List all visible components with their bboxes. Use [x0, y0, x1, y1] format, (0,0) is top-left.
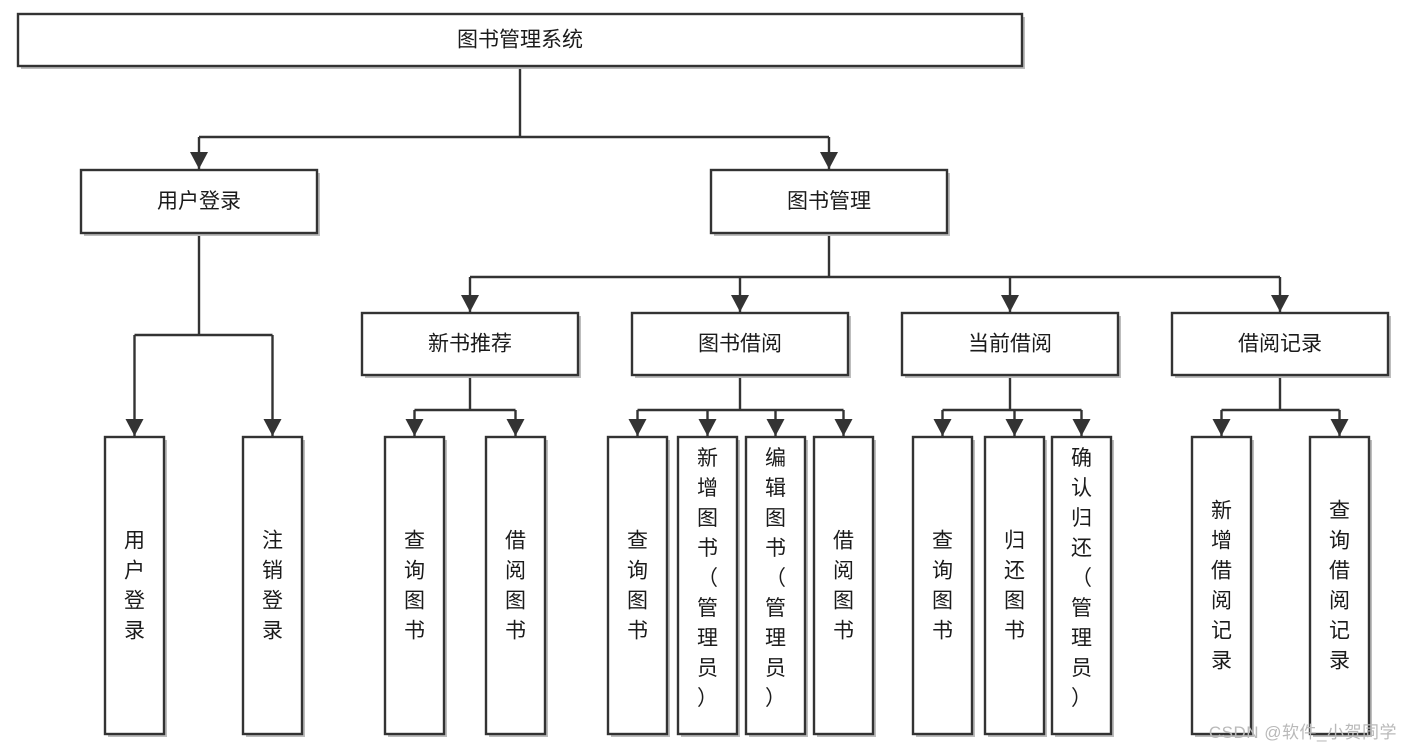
- node-box[interactable]: [1308, 435, 1371, 736]
- arrow-head-icon: [628, 419, 647, 436]
- node-label: 图书管理: [787, 190, 871, 213]
- node-box[interactable]: [709, 168, 949, 235]
- node-box[interactable]: [360, 311, 580, 377]
- node-label: 确认归还（管理员）: [1071, 447, 1092, 710]
- arrow-head-icon: [1072, 419, 1091, 436]
- node-label: 新增借阅记录: [1211, 500, 1232, 673]
- arrow-head-icon: [506, 419, 525, 436]
- node-label: 当前借阅: [968, 333, 1052, 356]
- node-label: 用户登录: [124, 530, 145, 643]
- node-leaf-add-book[interactable]: 新增图书（管理员）: [676, 435, 740, 737]
- node-label: 编辑图书（管理员）: [765, 447, 786, 710]
- arrow-head-icon: [405, 419, 424, 436]
- csdn-watermark: CSDN @软件_小贺同学: [1208, 723, 1397, 742]
- node-current-borrow[interactable]: 当前借阅: [900, 311, 1121, 378]
- node-leaf-query-book-current[interactable]: 查询图书: [911, 435, 975, 737]
- node-box[interactable]: [16, 12, 1024, 68]
- node-box[interactable]: [1190, 435, 1253, 736]
- node-box[interactable]: [241, 435, 304, 736]
- arrow-head-icon: [263, 419, 282, 436]
- node-book-borrow[interactable]: 图书借阅: [630, 311, 851, 378]
- node-new-book-recommend[interactable]: 新书推荐: [360, 311, 581, 378]
- node-box[interactable]: [630, 311, 850, 377]
- node-box[interactable]: [383, 435, 446, 736]
- node-leaf-query-book-borrow[interactable]: 查询图书: [606, 435, 670, 737]
- arrow-head-icon: [933, 419, 952, 436]
- node-label: 借阅图书: [505, 530, 526, 643]
- node-box[interactable]: [1170, 311, 1390, 377]
- arrow-head-icon: [1330, 419, 1349, 436]
- node-label: 图书借阅: [698, 333, 782, 356]
- arrow-head-icon: [125, 419, 144, 436]
- arrow-head-icon: [461, 295, 479, 312]
- node-borrow-records[interactable]: 借阅记录: [1170, 311, 1391, 378]
- node-label: 查询图书: [627, 530, 648, 643]
- node-label: 查询图书: [932, 530, 953, 643]
- node-label: 用户登录: [157, 190, 241, 213]
- arrow-head-icon: [766, 419, 785, 436]
- node-label: 归还图书: [1004, 530, 1025, 643]
- node-box[interactable]: [676, 435, 739, 736]
- node-leaf-logout[interactable]: 注销登录: [241, 435, 305, 737]
- node-layer: 图书管理系统用户登录图书管理新书推荐图书借阅当前借阅借阅记录用户登录注销登录查询…: [16, 12, 1391, 737]
- node-leaf-confirm-return[interactable]: 确认归还（管理员）: [1050, 435, 1114, 737]
- node-box[interactable]: [606, 435, 669, 736]
- node-label: 查询借阅记录: [1329, 500, 1350, 673]
- connector-layer: [125, 66, 1349, 436]
- node-root[interactable]: 图书管理系统: [16, 12, 1025, 69]
- node-leaf-add-borrow-record[interactable]: 新增借阅记录: [1190, 435, 1254, 737]
- arrow-head-icon: [820, 152, 838, 169]
- node-box[interactable]: [983, 435, 1046, 736]
- node-label: 新增图书（管理员）: [697, 447, 718, 710]
- node-box[interactable]: [911, 435, 974, 736]
- node-box[interactable]: [744, 435, 807, 736]
- arrow-head-icon: [731, 295, 749, 312]
- node-label: 新书推荐: [428, 333, 512, 356]
- arrow-head-icon: [1212, 419, 1231, 436]
- node-label: 注销登录: [262, 530, 283, 643]
- node-box[interactable]: [79, 168, 319, 235]
- node-book-management[interactable]: 图书管理: [709, 168, 950, 236]
- node-label: 借阅图书: [833, 530, 854, 643]
- node-user-login[interactable]: 用户登录: [79, 168, 320, 236]
- node-leaf-query-book-recommend[interactable]: 查询图书: [383, 435, 447, 737]
- node-box[interactable]: [484, 435, 547, 736]
- arrow-head-icon: [698, 419, 717, 436]
- node-box[interactable]: [812, 435, 875, 736]
- arrow-head-icon: [834, 419, 853, 436]
- node-leaf-borrow-book-recommend[interactable]: 借阅图书: [484, 435, 548, 737]
- node-box[interactable]: [900, 311, 1120, 377]
- node-leaf-edit-book[interactable]: 编辑图书（管理员）: [744, 435, 808, 737]
- node-box[interactable]: [103, 435, 166, 736]
- node-leaf-user-login[interactable]: 用户登录: [103, 435, 167, 737]
- arrow-head-icon: [190, 152, 208, 169]
- node-leaf-return-book[interactable]: 归还图书: [983, 435, 1047, 737]
- arrow-head-icon: [1271, 295, 1289, 312]
- node-leaf-query-borrow-record[interactable]: 查询借阅记录: [1308, 435, 1372, 737]
- node-leaf-borrow-book[interactable]: 借阅图书: [812, 435, 876, 737]
- node-box[interactable]: [1050, 435, 1113, 736]
- node-label: 借阅记录: [1238, 333, 1322, 356]
- arrow-head-icon: [1005, 419, 1024, 436]
- node-label: 图书管理系统: [457, 29, 583, 52]
- node-label: 查询图书: [404, 530, 425, 643]
- arrow-head-icon: [1001, 295, 1019, 312]
